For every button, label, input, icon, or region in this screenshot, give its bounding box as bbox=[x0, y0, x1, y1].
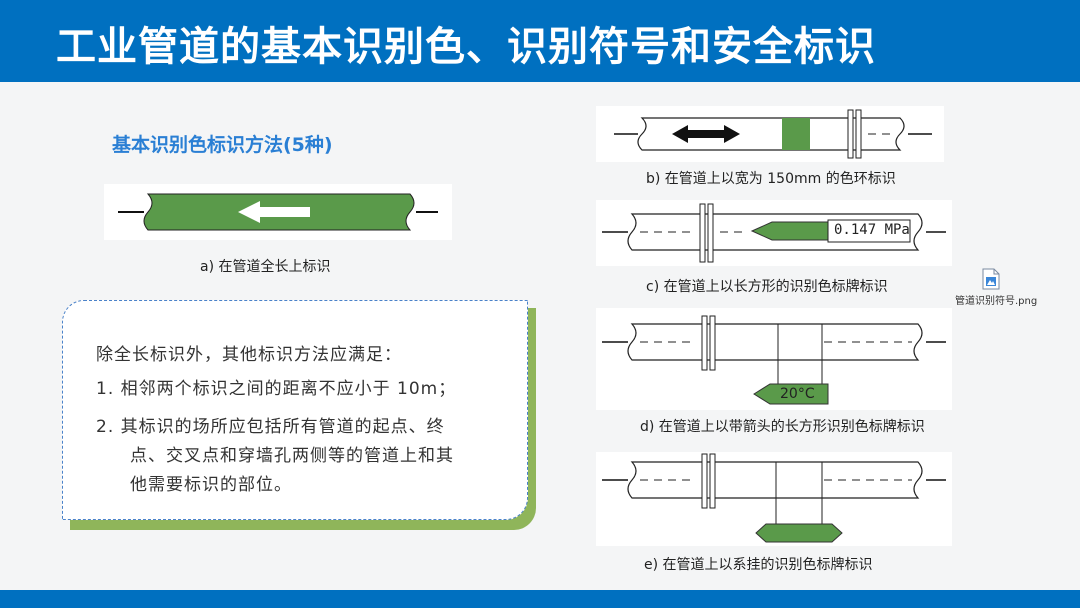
double-arrow-icon bbox=[672, 125, 740, 143]
caption-e: e) 在管道上以系挂的识别色标牌标识 bbox=[644, 557, 873, 573]
caption-d: d) 在管道上以带箭头的长方形识别色标牌标识 bbox=[640, 419, 925, 435]
header-bar bbox=[0, 0, 1080, 82]
attachment-file-name[interactable]: 管道识别符号.png bbox=[955, 296, 1038, 307]
caption-b: b) 在管道上以宽为 150mm 的色环标识 bbox=[646, 171, 896, 187]
footer-bar bbox=[0, 590, 1080, 608]
note-item-2-line-3: 他需要标识的部位。 bbox=[130, 475, 292, 495]
figure-c-rect-sign bbox=[596, 200, 952, 266]
green-arrow-sign bbox=[753, 383, 829, 405]
caption-a: a) 在管道全长上标识 bbox=[200, 259, 331, 275]
sign-label-c: 0.147 MPa bbox=[834, 222, 910, 238]
figure-e-hanging-sign bbox=[596, 452, 952, 546]
slide-title: 工业管道的基本识别色、识别符号和安全标识 bbox=[56, 24, 876, 70]
image-file-icon[interactable] bbox=[982, 268, 1000, 290]
note-intro: 除全长标识外，其他标识方法应满足： bbox=[96, 345, 402, 365]
figure-d-arrow-sign bbox=[596, 308, 952, 410]
color-ring-band bbox=[782, 118, 810, 150]
note-item-2-line-2: 点、交叉点和穿墙孔两侧等的管道上和其 bbox=[130, 446, 454, 466]
arrow-left-icon bbox=[238, 201, 310, 223]
section-subtitle: 基本识别色标识方法(5种) bbox=[112, 134, 333, 156]
note-item-1: 1. 相邻两个标识之间的距离不应小于 10m； bbox=[96, 379, 457, 399]
note-item-2-line-1: 2. 其标识的场所应包括所有管道的起点、终 bbox=[96, 417, 445, 437]
figure-a-full-length bbox=[104, 184, 452, 240]
green-hanging-sign bbox=[755, 523, 843, 543]
caption-c: c) 在管道上以长方形的识别色标牌标识 bbox=[646, 279, 888, 295]
requirements-note bbox=[62, 300, 528, 520]
sign-label-d: 20°C bbox=[780, 386, 815, 402]
figure-b-color-ring bbox=[596, 106, 944, 162]
